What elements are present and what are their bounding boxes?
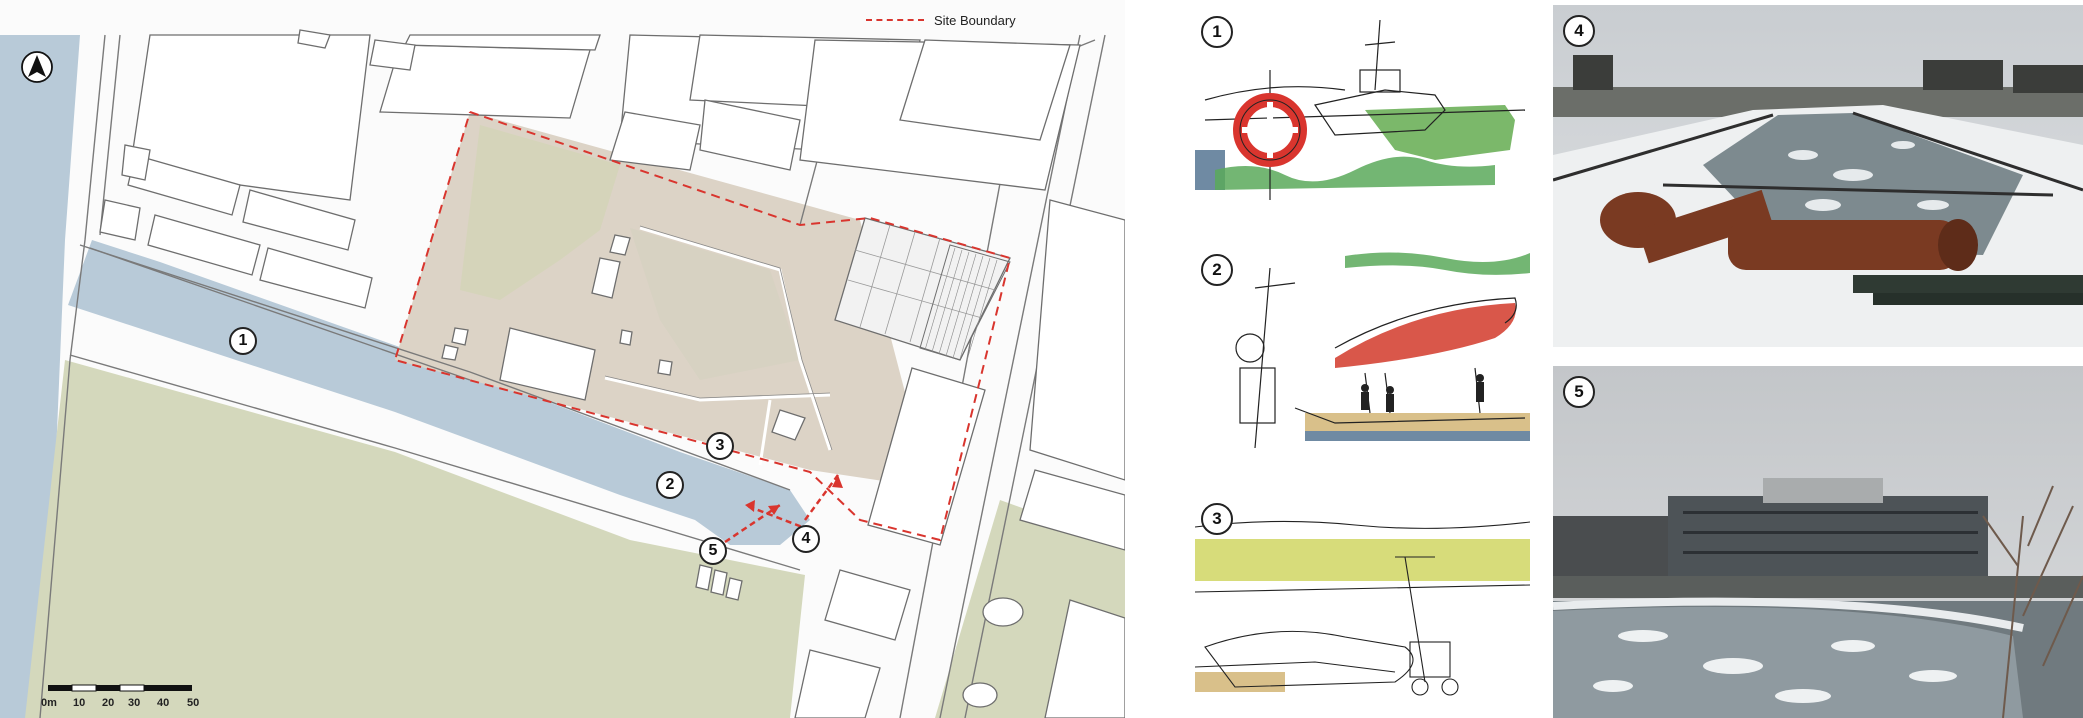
site-grass-patch: [460, 125, 620, 300]
map-marker-3[interactable]: 3: [706, 432, 734, 460]
map-marker-4[interactable]: 4: [792, 525, 820, 553]
map-marker-1[interactable]: 1: [229, 327, 257, 355]
scale-bar: [48, 684, 192, 692]
park-green-area: [25, 360, 805, 718]
map-legend: Site Boundary: [866, 10, 1016, 30]
canal-water: [68, 240, 810, 545]
scale-label: 10: [73, 697, 86, 709]
scale-label: 30: [128, 697, 141, 709]
sketch-badge-1: 1: [1201, 16, 1233, 48]
slipway-crane-sketch: [1195, 520, 1530, 696]
sketch-badge-2: 2: [1201, 254, 1233, 286]
greenhouse-structure: [834, 217, 1011, 361]
north-arrow-icon: [21, 51, 53, 83]
scale-label: 50: [187, 697, 200, 709]
building-block: [129, 34, 371, 201]
legend-label: Site Boundary: [934, 12, 1016, 28]
site-plan-drawing: [0, 29, 1125, 718]
photo-panel-5: 5: [1553, 366, 2083, 718]
site-boundary-swatch: [866, 19, 924, 21]
sketch-panel-1: 1: [1195, 10, 1530, 208]
life-buoy-and-boat-sketch: [1195, 19, 1526, 200]
sketch-badge-3: 3: [1201, 503, 1233, 535]
photo-panel-4: 4: [1553, 5, 2083, 347]
scale-label: 20: [102, 697, 115, 709]
photo-badge-5: 5: [1563, 376, 1595, 408]
map-marker-5[interactable]: 5: [699, 537, 727, 565]
frozen-canal-with-rusty-pipes-photo: [1553, 5, 2083, 347]
crane-and-hull-sketch: [1235, 248, 1530, 449]
map-marker-2[interactable]: 2: [656, 471, 684, 499]
site-building: [499, 327, 596, 401]
site-boundary-line: [393, 111, 1012, 542]
sketch-panel-2: 2: [1195, 248, 1530, 453]
photo-badge-4: 4: [1563, 15, 1595, 47]
sketch-panel-3: 3: [1195, 497, 1530, 702]
site-inner-lawn: [630, 228, 800, 380]
scale-label: 0m: [41, 697, 57, 709]
site-map: Site Boundary 1 2 3 4 5 0m 10 20 30 40 5…: [0, 10, 1125, 718]
storage-tank: [982, 597, 1024, 627]
round-frozen-basin-and-building-photo: [1553, 366, 2083, 718]
station-building: [867, 367, 986, 546]
harbour-water-left: [0, 35, 80, 718]
scale-label: 40: [157, 697, 170, 709]
